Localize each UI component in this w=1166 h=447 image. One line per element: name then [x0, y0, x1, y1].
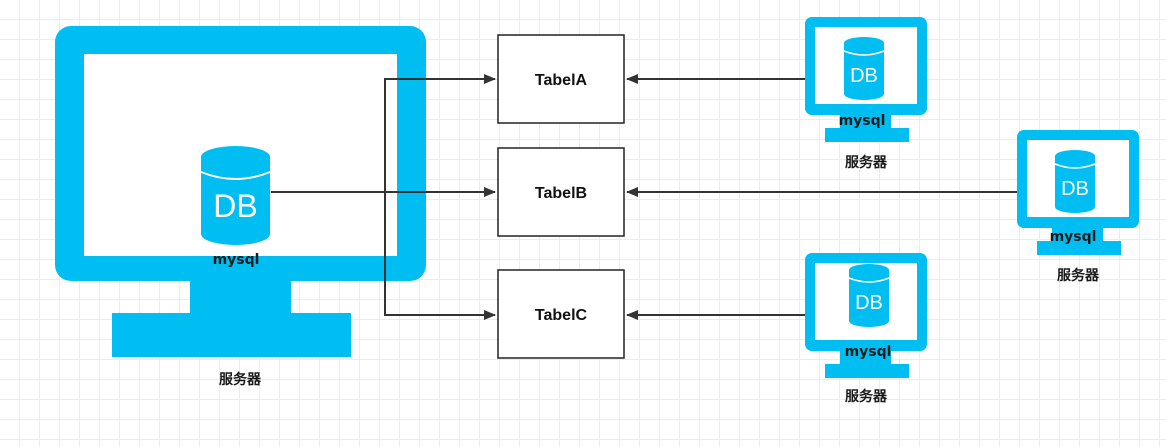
- monitor-stand: [112, 313, 351, 357]
- server-caption: 服务器: [219, 371, 262, 388]
- table-label: TabelA: [535, 72, 588, 89]
- server-caption: 服务器: [1057, 267, 1100, 284]
- db-text: DB: [855, 292, 883, 314]
- server-caption: 服务器: [845, 388, 888, 405]
- table-a: TabelA: [497, 34, 625, 124]
- db-label: mysql: [1050, 229, 1097, 245]
- db-text: DB: [850, 65, 878, 87]
- connector-branch-to-tableA: [384, 74, 496, 192]
- db-label: mysql: [213, 252, 260, 268]
- table-label: TabelB: [535, 185, 587, 202]
- database-icon: DB: [1054, 150, 1096, 213]
- db-label: mysql: [839, 113, 886, 129]
- table-c: TabelC: [497, 269, 625, 359]
- database-icon: DB: [200, 146, 271, 245]
- server-caption: 服务器: [845, 154, 888, 171]
- connectors: [271, 74, 1018, 320]
- connector-branch-to-tableC: [384, 192, 496, 320]
- remote-server-1: DB mysql 服务器: [805, 17, 927, 171]
- database-icon: DB: [848, 264, 890, 327]
- db-text: DB: [213, 188, 257, 224]
- db-label: mysql: [845, 344, 892, 360]
- remote-server-3: DB mysql 服务器: [805, 253, 927, 405]
- monitor-neck: [190, 280, 291, 314]
- main-server: DB mysql 服务器: [55, 26, 426, 388]
- db-text: DB: [1061, 178, 1089, 200]
- database-icon: DB: [843, 37, 885, 100]
- table-label: TabelC: [535, 307, 588, 324]
- table-b: TabelB: [497, 147, 625, 237]
- remote-server-2: DB mysql 服务器: [1017, 130, 1139, 284]
